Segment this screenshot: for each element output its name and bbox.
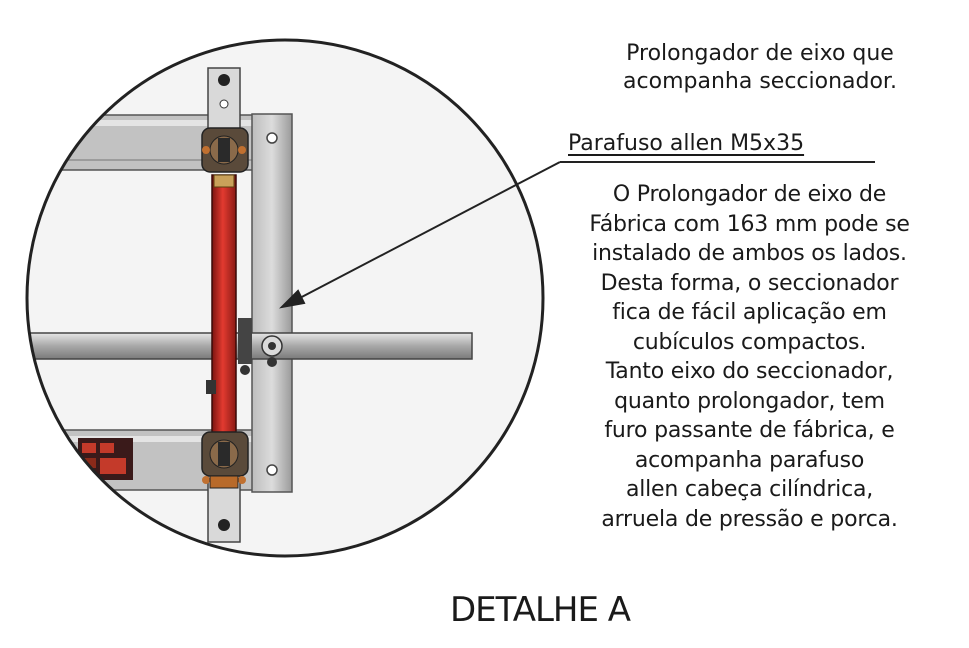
top-coupling — [201, 127, 249, 173]
detail-circle-content — [27, 40, 543, 556]
header-line: acompanha seccionador. — [623, 69, 897, 94]
description-line: Tanto eixo do seccionador, — [605, 359, 894, 384]
description-line: arruela de pressão e porca. — [601, 506, 898, 532]
description-line: quanto prolongador, tem — [614, 388, 885, 414]
description-line: allen cabeça cilíndrica, — [625, 477, 874, 502]
detail-circle-outline — [25, 38, 545, 558]
callout-leader — [279, 161, 875, 309]
description-line: fica de fácil aplicação em — [612, 300, 887, 325]
header-line: Prolongador de eixo que — [626, 41, 894, 66]
description-line: acompanha parafuso — [634, 447, 865, 473]
description-line: cubículos compactos. — [632, 329, 867, 355]
description-line: Fábrica com 163 mm pode se — [589, 211, 910, 237]
description-line: instalado de ambos os lados. — [592, 241, 907, 266]
callout-label: Parafuso allen M5x35 — [568, 131, 805, 156]
description-line: furo passante de fábrica, e — [604, 418, 895, 443]
detail-title: DETALHE A — [449, 590, 631, 630]
description-note: O Prolongador de eixo de Fábrica com 163… — [530, 180, 969, 534]
header-note: Prolongador de eixo que acompanha seccio… — [560, 40, 960, 96]
description-line: Desta forma, o seccionador — [600, 270, 899, 296]
description-line: O Prolongador de eixo de — [612, 182, 887, 207]
extension-rod — [211, 174, 237, 434]
bottom-coupling — [201, 431, 249, 489]
